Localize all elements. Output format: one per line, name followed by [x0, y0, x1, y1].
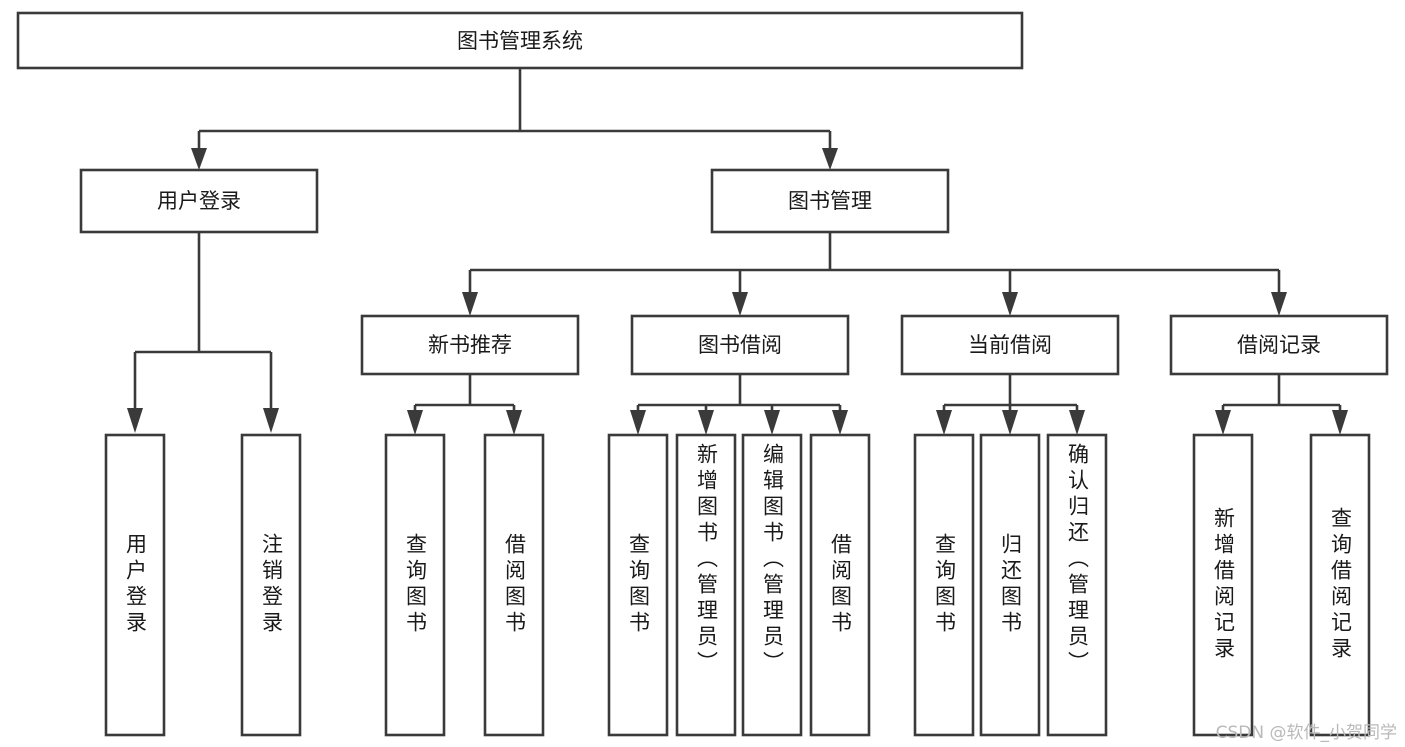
node-book-borrow-box[interactable]	[630, 314, 850, 376]
arrow-head-userlogin-1	[263, 408, 279, 433]
node-leaf-book-borrow-3-box[interactable]	[809, 433, 871, 737]
connector-group-current-to-leaves	[936, 374, 1085, 435]
arrow-head-newbook-1	[506, 410, 522, 435]
node-root-box[interactable]	[16, 11, 1024, 70]
connector-group-record-to-leaves	[1215, 374, 1348, 435]
arrow-head-bookmgmt-3	[1271, 292, 1287, 316]
node-book-borrow[interactable]: 图书借阅	[630, 314, 850, 376]
arrow-head-borrow-2	[764, 410, 780, 435]
arrow-head-current-2	[1069, 410, 1085, 435]
node-new-book-recommend-box[interactable]	[360, 314, 580, 376]
node-root[interactable]: 图书管理系统	[16, 11, 1024, 70]
node-leaf-current-borrow-0-box[interactable]	[913, 433, 975, 737]
node-root-label: 图书管理系统	[457, 29, 583, 53]
node-current-borrow-box[interactable]	[900, 314, 1120, 376]
arrow-head-bookmgmt-1	[732, 292, 748, 316]
arrow-head-current-1	[1002, 410, 1018, 435]
arrow-head-record-0	[1215, 410, 1231, 435]
csdn-watermark: CSDN @软件_小贺同学	[1215, 723, 1397, 743]
node-new-book-recommend-label: 新书推荐	[428, 333, 512, 357]
connector-group-newbook-to-leaves	[407, 374, 522, 435]
node-borrow-record-label: 借阅记录	[1237, 333, 1321, 357]
arrow-head-userlogin-0	[127, 408, 143, 433]
node-borrow-record-box[interactable]	[1169, 314, 1389, 376]
arrow-head-newbook-0	[407, 410, 423, 435]
node-book-management-box[interactable]	[710, 168, 950, 234]
node-user-login-label: 用户登录	[157, 189, 241, 213]
connector-group-bookmgmt-to-level3	[462, 232, 1287, 316]
node-user-login-box[interactable]	[79, 168, 319, 234]
arrow-head-borrow-3	[832, 410, 848, 435]
node-leaf-current-borrow-1-box[interactable]	[979, 433, 1041, 737]
node-leaf-new-book-0-box[interactable]	[384, 433, 446, 737]
node-leaf-book-borrow-2-box[interactable]	[741, 433, 803, 737]
node-leaf-book-borrow-0-box[interactable]	[607, 433, 669, 737]
arrow-head-borrow-1	[698, 410, 714, 435]
node-current-borrow-label: 当前借阅	[968, 333, 1052, 357]
node-leaf-user-login-0-box[interactable]	[104, 433, 166, 737]
node-leaf-borrow-record-1-box[interactable]	[1309, 433, 1371, 737]
node-leaf-book-borrow-1-box[interactable]	[675, 433, 737, 737]
connector-group-userlogin-to-leaves	[127, 232, 279, 433]
node-borrow-record[interactable]: 借阅记录	[1169, 314, 1389, 376]
node-leaf-borrow-record-0-box[interactable]	[1192, 433, 1254, 737]
node-current-borrow[interactable]: 当前借阅	[900, 314, 1120, 376]
node-leaf-new-book-1-box[interactable]	[483, 433, 545, 737]
node-new-book-recommend[interactable]: 新书推荐	[360, 314, 580, 376]
arrow-head-root-1	[822, 148, 838, 170]
node-user-login[interactable]: 用户登录	[79, 168, 319, 234]
arrow-head-borrow-0	[630, 410, 646, 435]
connector-group-root-to-level2	[191, 68, 838, 170]
node-leaf-user-login-1-box[interactable]	[240, 433, 302, 737]
node-book-borrow-label: 图书借阅	[698, 333, 782, 357]
arrow-head-bookmgmt-0	[462, 292, 478, 316]
arrow-head-current-0	[936, 410, 952, 435]
connector-group-borrow-to-leaves	[630, 374, 848, 435]
node-book-management[interactable]: 图书管理	[710, 168, 950, 234]
arrow-head-root-0	[191, 148, 207, 170]
node-leaf-current-borrow-2-box[interactable]	[1046, 433, 1108, 737]
arrow-head-bookmgmt-2	[1002, 292, 1018, 316]
node-book-management-label: 图书管理	[788, 189, 872, 213]
arrow-head-record-1	[1332, 410, 1348, 435]
